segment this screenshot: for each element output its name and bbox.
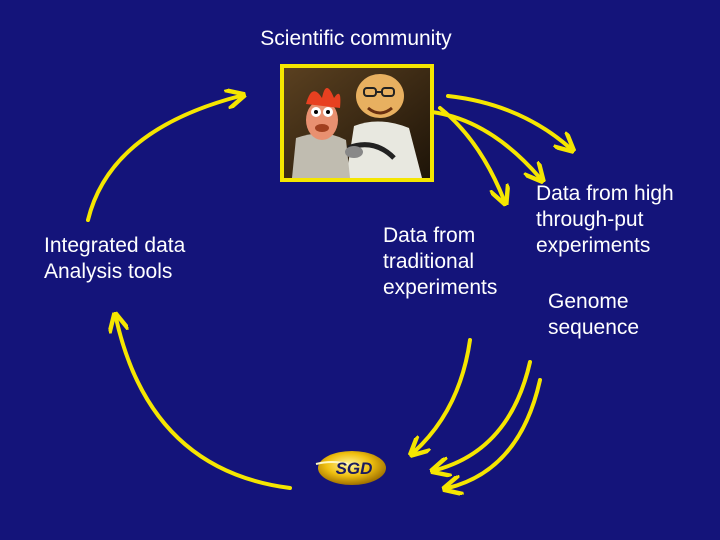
arrow-sgd-to-tools (116, 318, 292, 490)
diagram-title: Scientific community (260, 27, 452, 50)
arrow-traditional-to-sgd (414, 338, 472, 452)
arrow-community-to-highthroughput-1 (446, 94, 570, 148)
node-high-throughput-experiments: Data from high through-put experiments (536, 182, 674, 257)
arrow-community-to-highthroughput-2 (430, 110, 540, 178)
arrow-highthroughput-to-sgd (448, 378, 542, 488)
sgd-logo: SGD (315, 451, 386, 485)
arrow-tools-to-community (86, 96, 240, 222)
node-analysis-tools: Integrated data Analysis tools (44, 234, 186, 283)
arrow-genome-to-sgd (436, 360, 532, 470)
node-genome-sequence: Genome sequence (548, 290, 640, 339)
sgd-logo-text: SGD (336, 459, 373, 478)
node-traditional-experiments: Data from traditional experiments (383, 224, 498, 299)
muppet-scientists-icon (284, 68, 430, 178)
scientists-photo (280, 64, 434, 182)
